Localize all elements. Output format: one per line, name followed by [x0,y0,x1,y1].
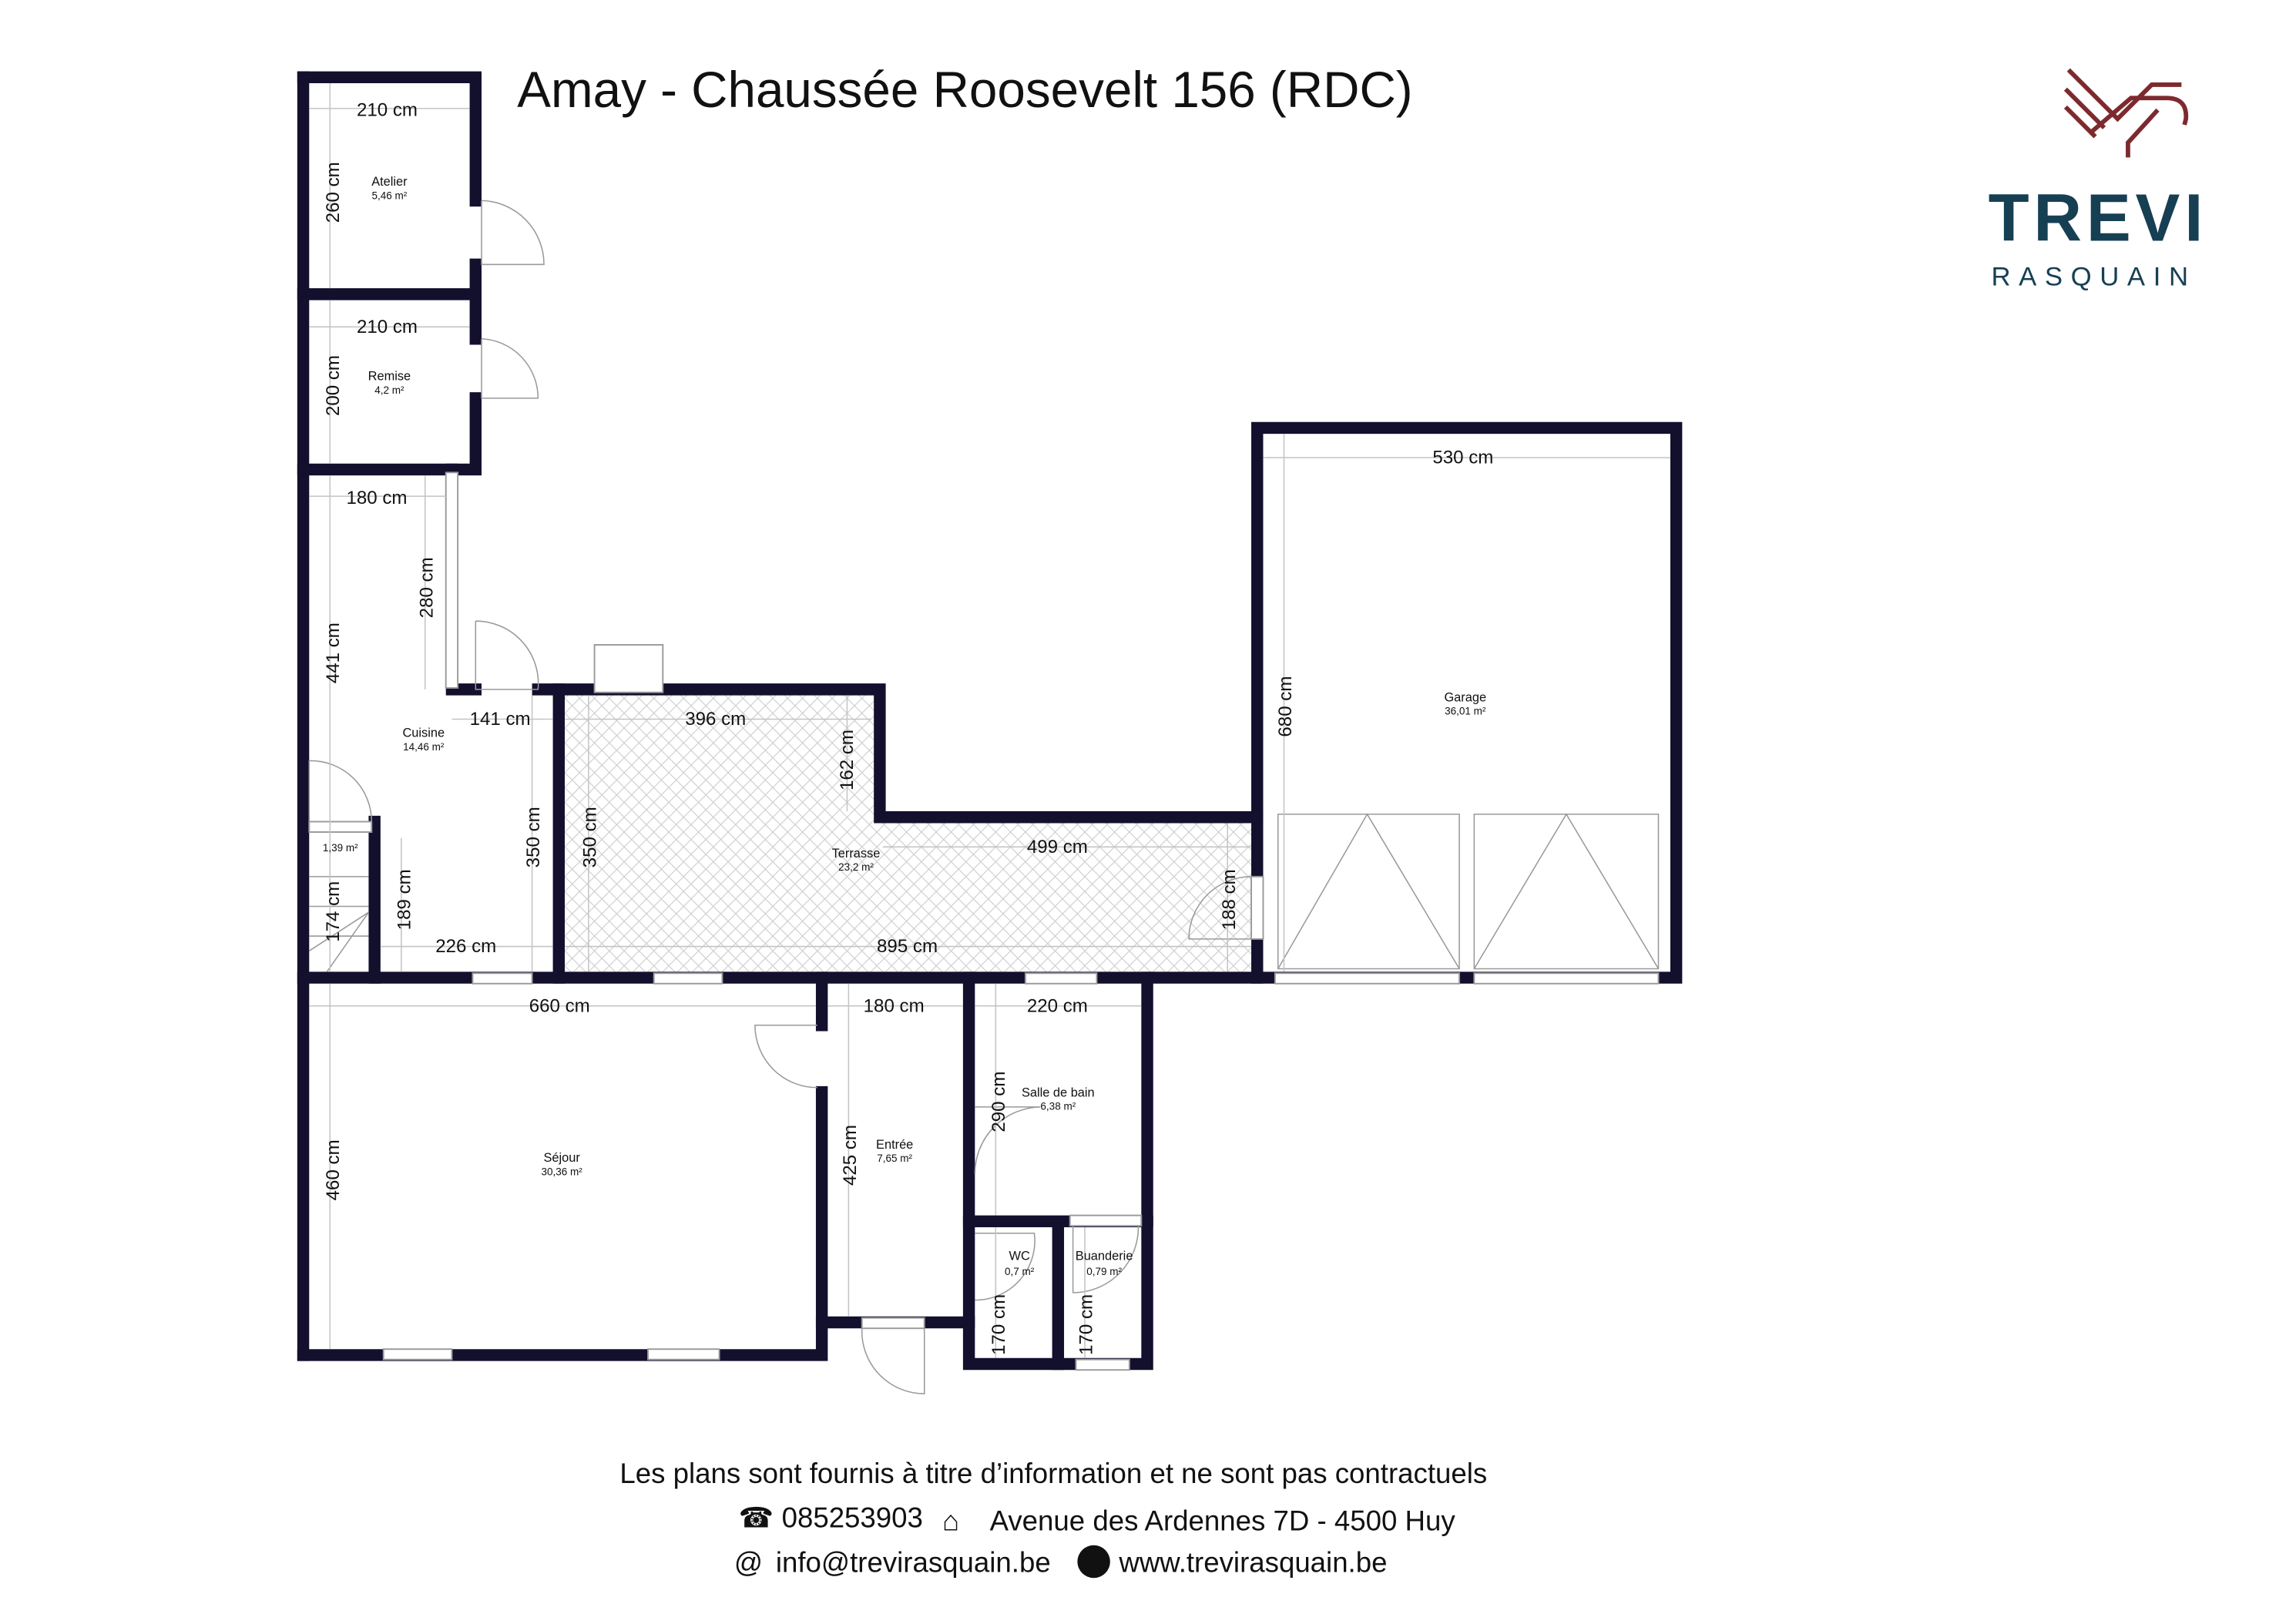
dim-label: 660 cm [529,995,590,1016]
plan-title: Amay - Chaussée Roosevelt 156 (RDC) [517,62,1412,118]
room-name: Buanderie [1076,1249,1133,1263]
dim-label: 200 cm [323,355,344,416]
dim-label: 280 cm [416,557,437,618]
dim-label: 226 cm [435,936,496,957]
disclaimer: Les plans sont fournis à titre d’informa… [619,1458,1487,1489]
dim-label: 220 cm [1027,995,1088,1016]
dim-label: 441 cm [323,622,344,683]
windows [308,471,1660,1371]
dim-label: 189 cm [394,869,415,930]
dimension-labels: 210 cm 260 cm 210 cm 200 cm 180 cm 280 c… [323,99,1493,1354]
footer: Les plans sont fournis à titre d’informa… [619,1458,1487,1579]
room-area: 7,65 m² [877,1153,912,1164]
terrace-hatch [565,695,1252,972]
room-name: Remise [368,370,411,384]
dim-label: 350 cm [580,807,601,867]
phone-number[interactable]: 085253903 [782,1502,923,1534]
room-area: 1,39 m² [323,842,358,854]
room-area: 6,38 m² [1040,1101,1076,1112]
email-link[interactable]: info@trevirasquain.be [776,1546,1051,1578]
dim-label: 396 cm [685,709,746,730]
dim-label: 530 cm [1432,448,1493,468]
room-area: 30,36 m² [542,1166,583,1178]
room-area: 0,79 m² [1086,1266,1122,1277]
logo-brand: TREVI [1989,180,2207,255]
logo-mark-icon [2063,68,2189,158]
dim-label: 141 cm [470,709,531,730]
trevi-logo: TREVI RASQUAIN [1989,68,2207,291]
room-area: 0,7 m² [1005,1266,1035,1277]
dim-label: 162 cm [837,730,858,790]
dim-label: 210 cm [357,317,418,337]
walls [297,71,1683,1371]
at-icon: @ [734,1546,763,1578]
dim-label: 174 cm [323,881,344,942]
room-area: 36,01 m² [1445,706,1486,717]
dim-label: 460 cm [323,1139,344,1200]
dim-label: 210 cm [357,99,418,120]
room-area: 23,2 m² [838,861,874,873]
room-area: 14,46 m² [403,741,445,753]
room-name: Atelier [371,175,408,189]
house-icon: ⌂ [942,1505,959,1536]
dim-label: 350 cm [523,807,544,867]
website-link[interactable]: www.trevirasquain.be [1118,1546,1387,1578]
dim-label: 290 cm [989,1072,1009,1132]
phone-icon: ☎ [739,1502,774,1534]
dim-label: 895 cm [877,936,938,957]
room-name: Salle de bain [1022,1085,1095,1099]
dim-label: 180 cm [347,488,408,508]
dim-label: 499 cm [1027,837,1088,857]
room-name: Cuisine [402,726,445,740]
dim-label: 170 cm [989,1294,1009,1355]
dim-label: 170 cm [1076,1294,1097,1355]
dim-label: 680 cm [1275,676,1296,737]
room-area: 5,46 m² [372,190,408,201]
room-name: Séjour [543,1151,580,1165]
room-name: Terrasse [832,847,881,861]
room-name: Garage [1444,690,1486,704]
dim-label: 180 cm [864,995,925,1016]
dim-label: 260 cm [323,162,344,223]
logo-sub: RASQUAIN [1992,262,2197,291]
dim-label: 425 cm [840,1125,861,1186]
globe-icon [1077,1545,1110,1579]
room-area: 4,2 m² [374,384,404,396]
dim-label: 188 cm [1219,869,1240,930]
room-name: Entrée [876,1138,913,1152]
room-name: WC [1009,1249,1030,1263]
doors [308,200,1660,1394]
dimension-lines [309,83,1670,1358]
address: Avenue des Ardennes 7D - 4500 Huy [990,1505,1456,1536]
room-labels: Atelier 5,46 m² Remise 4,2 m² Cuisine 14… [323,175,1486,1277]
